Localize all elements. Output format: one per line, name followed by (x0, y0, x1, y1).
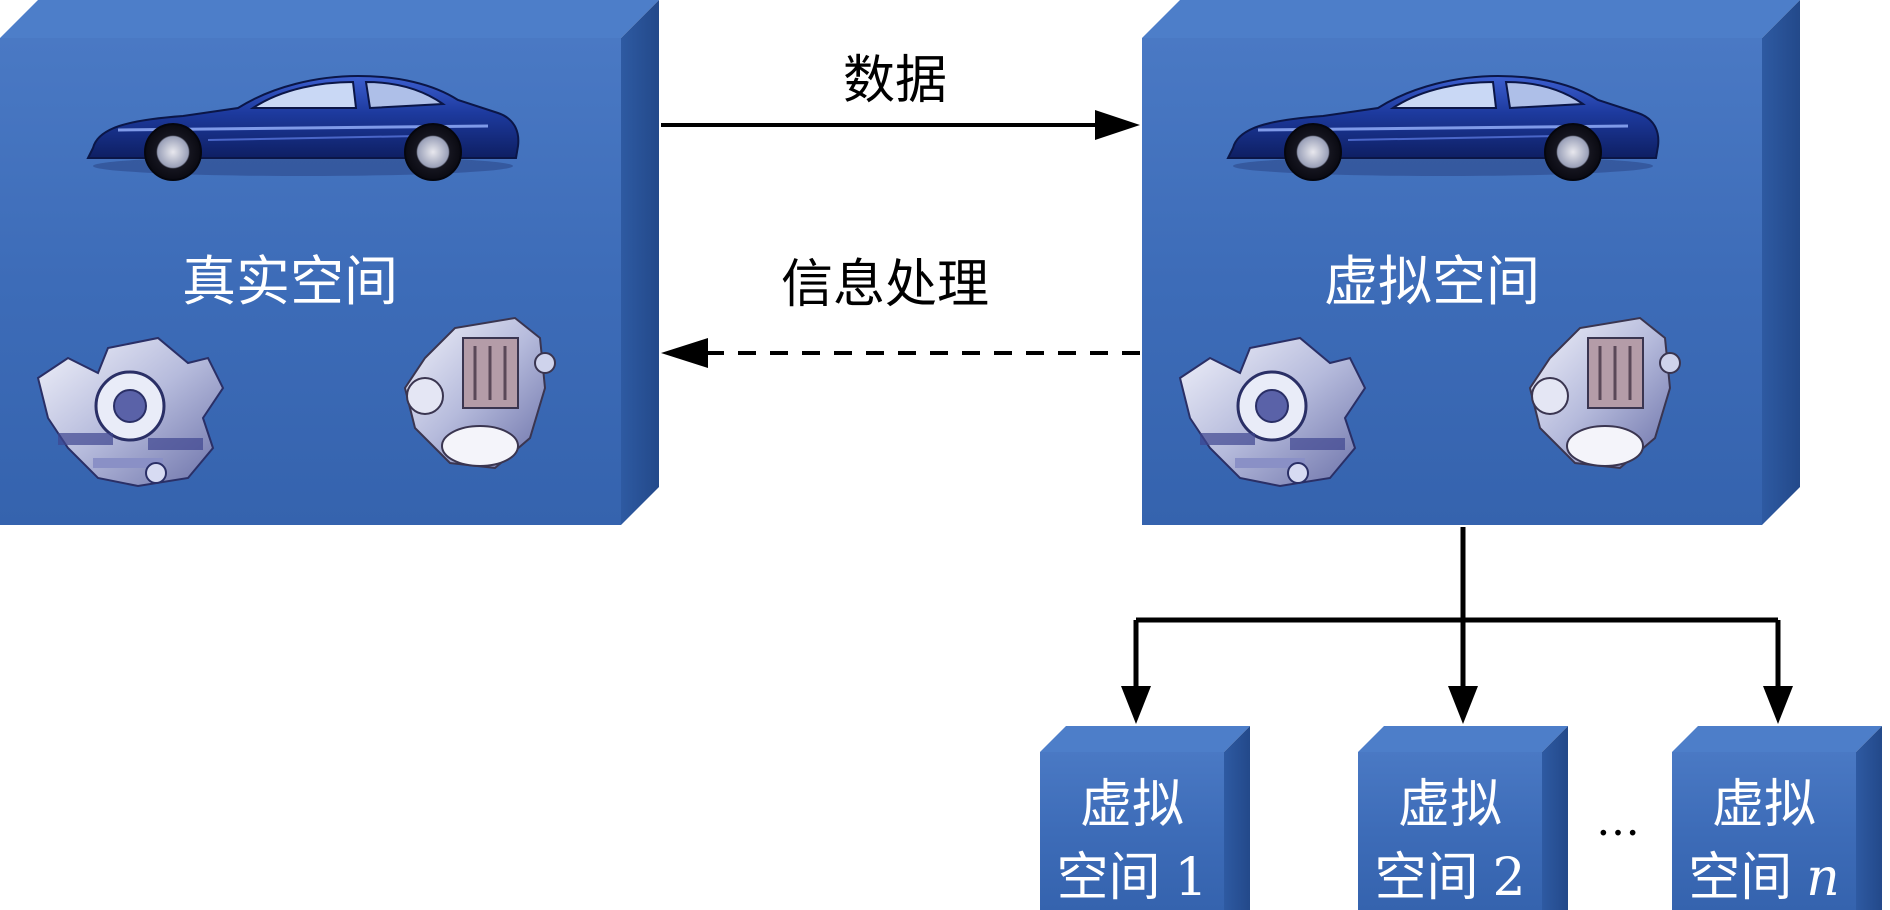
distribution-connector (1121, 527, 1793, 724)
svg-text:空间2: 空间2 (1374, 848, 1525, 908)
sub-space-n-line2: 空间 (1688, 848, 1792, 908)
data-arrow (661, 110, 1140, 140)
virtual-space-cube-top (1142, 0, 1800, 38)
info-processing-arrow (661, 338, 1140, 368)
data-arrow-label: 数据 (843, 51, 947, 111)
virtual-space-label: 虚拟空间 (1324, 250, 1540, 313)
virtual-space-cube-side (1762, 0, 1800, 525)
real-space-cube: 真实空间 (0, 0, 659, 525)
ellipsis: … (1596, 795, 1640, 846)
sub-space-1-index: 1 (1174, 848, 1207, 908)
info-processing-label: 信息处理 (781, 255, 989, 315)
sub-space-2-line1: 虚拟 (1398, 775, 1502, 835)
real-space-cube-top (0, 0, 659, 38)
sub-space-1-line1: 虚拟 (1080, 775, 1184, 835)
real-space-cube-side (621, 0, 659, 525)
sub-space-n-line1: 虚拟 (1712, 775, 1816, 835)
sub-space-1-line2: 空间 (1056, 848, 1160, 908)
sub-space-2-index: 2 (1492, 848, 1525, 908)
sub-space-n-index: n (1806, 848, 1840, 908)
real-space-label: 真实空间 (182, 250, 398, 313)
sub-space-2-line2: 空间 (1374, 848, 1478, 908)
svg-text:空间1: 空间1 (1056, 848, 1207, 908)
virtual-space-cube: 虚拟空间 (1142, 0, 1800, 525)
svg-text:空间n: 空间n (1688, 848, 1840, 908)
